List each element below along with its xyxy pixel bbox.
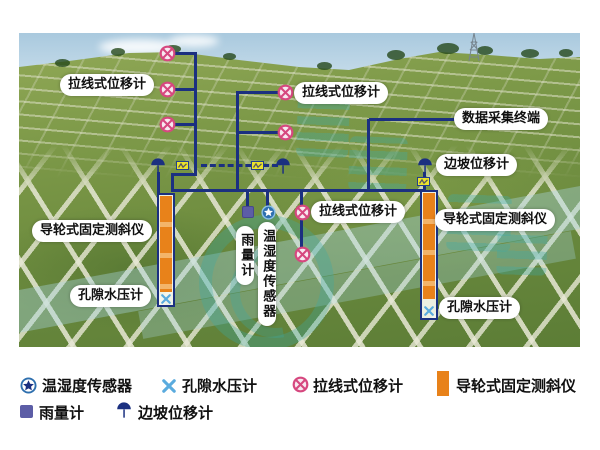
bush [387,50,405,60]
legend-label-temp-humidity: 温湿度传感器 [42,377,133,395]
slope-displacement-icon [150,157,166,175]
pull-wire-displacement-icon [294,204,311,221]
wire-bus [171,189,424,192]
callout-data-terminal: 数据采集终端 [454,108,549,130]
pull-wire-displacement-icon [292,376,309,393]
pull-wire-displacement-icon [294,246,311,263]
junction-marker-icon [417,177,430,186]
legend-label-pore-pressure: 孔隙水压计 [182,377,258,395]
bush [521,49,539,58]
pull-wire-displacement-icon [159,81,176,98]
bush [559,49,573,57]
callout-pull-wire-mid: 拉线式位移计 [311,201,406,223]
rain-gauge-icon [242,206,254,218]
wire-dashed-link [201,164,278,167]
slope-displacement-icon [417,157,433,175]
wire-branch [175,123,195,126]
inclinometer-casing [423,193,435,299]
wire-riser-left [194,52,197,176]
borehole-inclinometer-right [420,190,438,320]
temp-humidity-sensor-icon [261,205,276,220]
transmission-tower [468,33,480,62]
legend-label-rain-gauge: 雨量计 [39,404,85,422]
wire-jog-v [171,173,174,192]
pull-wire-displacement-icon [159,45,176,62]
callout-slope-displacement: 边坡位移计 [436,154,518,176]
callout-pore-pressure-right: 孔隙水压计 [439,297,521,319]
pull-wire-displacement-icon [277,84,294,101]
wire-jog-h [171,173,197,176]
inclinometer-casing [160,196,172,292]
temp-humidity-sensor-icon [20,377,37,394]
callout-inclinometer-right: 导轮式固定测斜仪 [435,209,556,231]
bush [437,43,459,54]
legend-label-pull-wire: 拉线式位移计 [313,377,404,395]
pore-pressure-icon [162,379,176,393]
pore-pressure-icon [424,306,434,316]
pull-wire-displacement-icon [159,116,176,133]
wire-drop-rain [246,191,249,208]
grassy-slope [19,52,580,347]
rain-gauge-icon [20,405,33,418]
slope-displacement-icon [116,401,132,419]
callout-inclinometer-left: 导轮式固定测斜仪 [32,220,153,242]
wire-terminal-pointer [369,118,456,121]
borehole-inclinometer-left [157,193,175,307]
cloud [169,35,219,47]
wire-riser-terminal [367,119,370,191]
wire-umbrella-stem [157,172,160,194]
inclinometer-icon [437,371,449,396]
bush [55,59,70,67]
wire-branch [175,88,195,91]
callout-rain-gauge: 雨量计 [236,226,255,285]
wire-branch [175,52,195,55]
bush [111,48,125,56]
legend-label-inclinometer: 导轮式固定测斜仪 [456,377,577,395]
wire-branch [238,131,278,134]
callout-pore-pressure-left: 孔隙水压计 [70,285,152,307]
junction-marker-icon [251,161,264,170]
bush [317,62,332,70]
wire-riser-mid [236,91,239,191]
bush [477,46,493,55]
slope-displacement-icon [275,157,291,175]
bush [223,53,236,60]
pull-wire-displacement-icon [277,124,294,141]
junction-marker-icon [176,161,189,170]
callout-pull-wire-top-left: 拉线式位移计 [60,74,155,96]
callout-pull-wire-top-right: 拉线式位移计 [294,82,389,104]
wire-drop-sensor [266,191,269,207]
legend-label-slope-displacement: 边坡位移计 [138,404,214,422]
wire-branch [238,91,278,94]
pore-pressure-icon [161,294,171,304]
callout-temp-humidity: 温湿度传感器 [258,222,277,326]
